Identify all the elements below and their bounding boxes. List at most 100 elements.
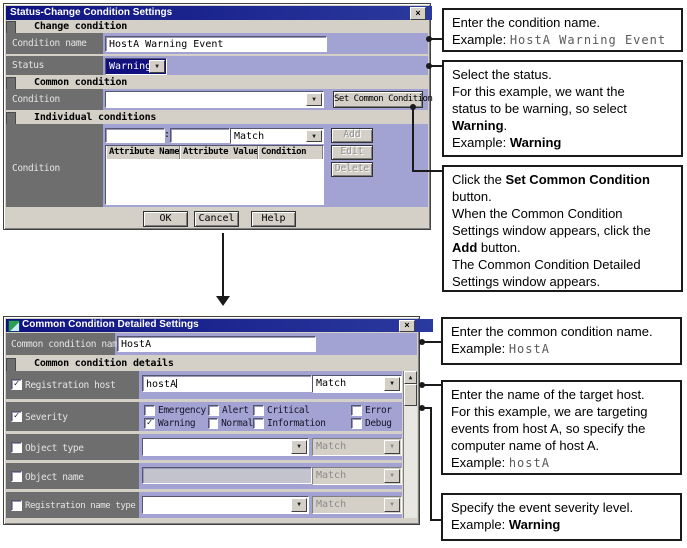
add-button[interactable]: Add: [331, 128, 373, 143]
column-header-attribute-value[interactable]: Attribute Value: [180, 146, 258, 159]
registration-name-type-checkbox[interactable]: [11, 500, 22, 511]
dialog2-titlebar[interactable]: Common Condition Detailed Settings: [6, 319, 433, 332]
section-common-condition-details: Common condition details: [34, 358, 174, 369]
callout-line: Enter the condition name.: [452, 15, 601, 30]
callout-line: button.: [452, 189, 492, 204]
severity-option-emergency: Emergency: [144, 404, 208, 417]
attribute-table-header-row: Attribute Name Attribute Value Condition: [106, 146, 323, 159]
status-field-zone: [103, 56, 428, 75]
severity-option-label: Emergency: [158, 405, 206, 416]
dialog-common-condition-detailed-settings: Common Condition Detailed Settings × Com…: [3, 316, 433, 525]
dialog-status-change-condition-settings: Status-Change Condition Settings × Chang…: [3, 3, 433, 230]
chevron-down-icon[interactable]: ▼: [306, 93, 322, 106]
section-common-condition: Common condition: [34, 77, 128, 88]
checkbox[interactable]: [144, 405, 155, 416]
callout-line: The Common Condition Detailed: [452, 257, 641, 272]
individual-match-value: Match: [234, 131, 265, 142]
edit-button[interactable]: Edit: [331, 145, 373, 160]
status-value: Warning: [109, 61, 152, 72]
callout-line: computer name of host A.: [451, 438, 600, 453]
ok-button[interactable]: OK: [143, 211, 188, 227]
checkbox[interactable]: [351, 418, 362, 429]
callout-line: Warning.: [452, 118, 508, 133]
common-name-label-panel: Common condition name: [6, 333, 123, 355]
checkbox[interactable]: [208, 418, 219, 429]
scrollbar[interactable]: ▲: [403, 371, 417, 518]
callout-line: events from host A, so specify the: [451, 421, 646, 436]
status-label-panel: Status: [6, 56, 103, 75]
callout-line: When the Common Condition: [452, 206, 623, 221]
object-type-combobox[interactable]: ▼: [142, 438, 309, 456]
registration-host-input[interactable]: hostA: [142, 375, 312, 392]
chevron-down-icon[interactable]: ▼: [149, 60, 165, 73]
attribute-name-input[interactable]: [105, 128, 165, 143]
scroll-up-icon[interactable]: ▲: [404, 371, 417, 384]
chevron-down-icon: ▼: [384, 469, 400, 483]
column-header-attribute-name[interactable]: Attribute Name: [106, 146, 180, 159]
object-name-checkbox[interactable]: [11, 471, 22, 482]
severity-checkbox[interactable]: ✓: [11, 411, 22, 422]
chevron-down-icon[interactable]: ▼: [306, 130, 322, 142]
checkbox[interactable]: ✓: [144, 418, 155, 429]
condition-name-input[interactable]: HostA Warning Event: [105, 36, 327, 52]
close-icon[interactable]: ×: [399, 320, 415, 332]
chevron-down-icon[interactable]: ▼: [384, 377, 400, 391]
severity-option-label: Normal: [221, 418, 253, 429]
callout-line: Add button.: [452, 240, 521, 255]
connector-line: [430, 519, 441, 521]
chevron-down-icon[interactable]: ▼: [291, 440, 307, 454]
cancel-button[interactable]: Cancel: [194, 211, 239, 227]
callout-line: Example: HostA Warning Event: [452, 32, 667, 47]
individual-match-dropdown[interactable]: Match ▼: [230, 128, 324, 144]
callout-line: status to be warning, so select: [452, 101, 627, 116]
status-dropdown[interactable]: Warning ▼: [105, 58, 167, 75]
checkbox[interactable]: [253, 405, 264, 416]
connector-line: [428, 65, 442, 67]
object-type-match-dropdown: Match ▼: [312, 438, 402, 456]
connector-line: [421, 341, 441, 343]
checkbox[interactable]: [208, 405, 219, 416]
close-icon[interactable]: ×: [410, 7, 426, 20]
callout-line: Example: HostA: [451, 341, 550, 356]
flow-arrow-line: [222, 233, 224, 296]
dialog1-title: Status-Change Condition Settings: [10, 7, 173, 18]
attribute-table[interactable]: Attribute Name Attribute Value Condition: [105, 145, 324, 205]
severity-option-normal: Normal: [208, 417, 253, 430]
common-condition-combobox[interactable]: ▼: [105, 91, 324, 108]
common-condition-name-input[interactable]: HostA: [117, 336, 316, 352]
dialog1-titlebar[interactable]: Status-Change Condition Settings: [6, 6, 432, 20]
callout-line: For this example, we want the: [452, 84, 625, 99]
object-type-label: Object type: [25, 443, 84, 454]
help-button[interactable]: Help: [251, 211, 296, 227]
registration-host-label-panel: ✓ Registration host: [6, 371, 139, 399]
individual-condition-label: Condition: [12, 163, 60, 174]
scrollbar-thumb[interactable]: [404, 384, 417, 406]
registration-name-type-combobox[interactable]: ▼: [142, 496, 309, 514]
checkbox[interactable]: [253, 418, 264, 429]
set-common-condition-button[interactable]: Set Common Condition: [333, 91, 433, 108]
connector-line: [421, 407, 432, 409]
attribute-value-input[interactable]: [170, 128, 230, 143]
severity-option-debug: Debug: [351, 417, 400, 430]
checkbox[interactable]: [351, 405, 362, 416]
registration-host-label: Registration host: [25, 380, 116, 391]
callout-box-severity: Specify the event severity level.Example…: [441, 493, 682, 541]
status-label: Status: [12, 60, 44, 71]
callout-line: Example: hostA: [451, 455, 550, 470]
registration-host-match-dropdown[interactable]: Match ▼: [312, 375, 402, 393]
condition-name-label-panel: Condition name: [6, 33, 103, 54]
object-type-checkbox[interactable]: [11, 442, 22, 453]
common-condition-label-panel: Condition: [6, 89, 103, 110]
delete-button[interactable]: Delete: [331, 162, 373, 177]
callout-box-target-host: Enter the name of the target host. For th…: [441, 380, 682, 475]
callout-line: Enter the name of the target host.: [451, 387, 645, 402]
column-header-condition[interactable]: Condition: [258, 146, 323, 159]
severity-label: Severity: [25, 412, 68, 423]
registration-host-checkbox[interactable]: ✓: [11, 379, 22, 390]
app-icon: [8, 320, 20, 332]
object-name-input: [142, 467, 312, 484]
chevron-down-icon[interactable]: ▼: [291, 498, 307, 512]
callout-line: For this example, we are targeting: [451, 404, 648, 419]
